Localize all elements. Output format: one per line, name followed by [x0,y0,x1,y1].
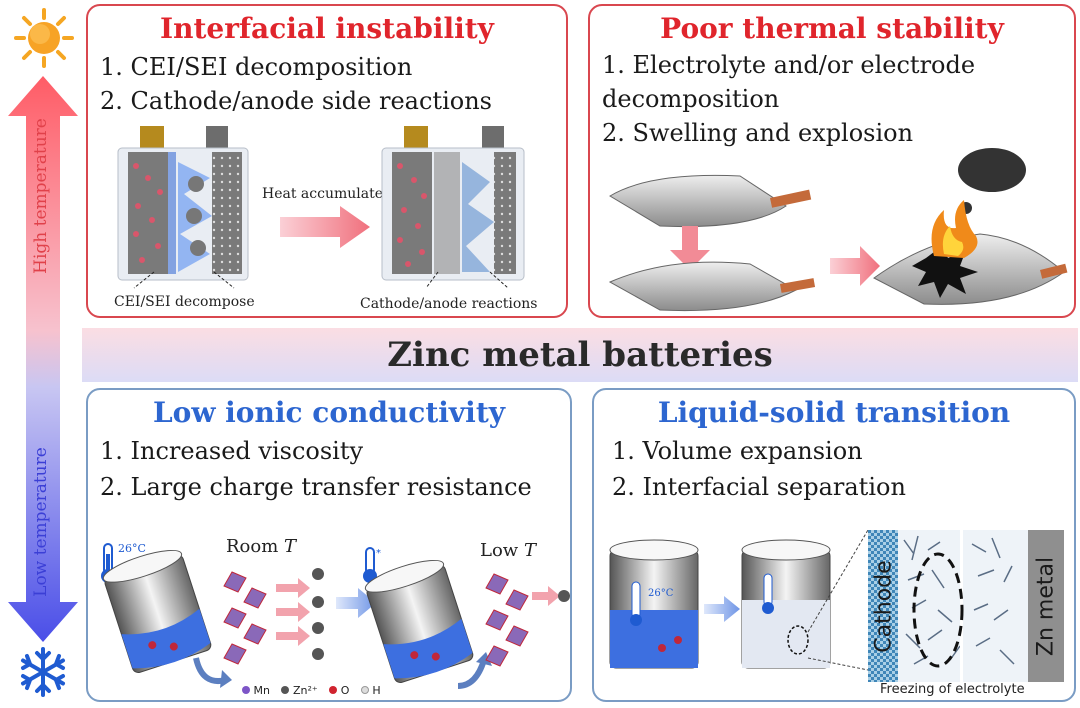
curved-arrow-2 [454,652,494,692]
center-band [82,328,1078,382]
ionic-title: Low ionic conductivity [152,396,506,429]
curved-arrow-1 [192,652,232,692]
room-t-label: Room T [226,536,296,557]
cell-before-illustration [114,122,250,289]
lattice-room-temp [218,564,328,674]
electrolyte-jar-frozen [736,536,836,676]
temperature-arrow [8,76,78,642]
cathode-label: Cathode [871,560,897,653]
thermal-title: Poor thermal stability [660,12,1004,45]
room-word: Room [226,536,279,557]
thermometer-reading: 26°C [118,542,146,555]
thermal-item-1-line-2: decomposition [602,85,780,113]
legend-zn: Zn²⁺ [292,684,318,697]
panel-interfacial-instability: Interfacial instability 1. CEI/SEI decom… [86,4,568,318]
pouch-cell-normal [600,166,820,236]
low-word: Low [480,540,519,561]
panel-poor-thermal-stability: Poor thermal stability 1. Electrolyte an… [588,4,1076,318]
snow-thermometer-icon: * [360,546,384,586]
electrolyte-jar-low-temp [364,556,474,686]
low-t-symbol: T [523,540,536,561]
interfacial-title: Interfacial instability [160,12,494,45]
room-t-symbol: T [284,536,297,557]
zoom-lines [807,529,869,671]
transition-title: Liquid-solid transition [657,396,1011,429]
electrolyte-jar-liquid [604,536,704,676]
freezing-caption: Freezing of electrolyte [880,682,1025,697]
sun-icon [14,8,74,68]
legend-mn: Mn [253,684,270,697]
thermal-item-1-line-1: 1. Electrolyte and/or electrode [602,51,976,79]
interfacial-item-1: 1. CEI/SEI decomposition [100,53,413,81]
legend-zn-icon [281,686,290,694]
ion-legend: Mn Zn²⁺ O H [242,684,452,698]
freezing-micrograph [868,530,1064,682]
transition-item-2: 2. Interfacial separation [612,473,906,501]
down-arrow [670,226,710,270]
thermal-item-2: 2. Swelling and explosion [602,119,914,147]
lattice-low-temp [480,566,570,676]
exploding-pouch-cell [864,146,1070,316]
transition-arrow-2 [704,596,740,622]
legend-h: H [372,684,381,697]
legend-mn-icon [242,686,250,694]
liquid-jar-reading: 26°C [648,588,674,599]
transition-item-1: 1. Volume expansion [612,437,863,465]
electrolyte-jar-room-temp [102,546,212,676]
panel-liquid-solid-transition: Liquid-solid transition 1. Volume expans… [592,388,1076,702]
cei-sei-decompose-caption: CEI/SEI decompose [114,294,255,310]
interfacial-item-2: 2. Cathode/anode side reactions [100,87,492,115]
low-t-label: Low T [480,540,536,561]
panel-low-ionic-conductivity: Low ionic conductivity 1. Increased visc… [86,388,572,702]
heat-arrow [280,206,370,248]
right-arrow [830,246,880,286]
cathode-anode-reactions-caption: Cathode/anode reactions [360,296,538,312]
pouch-cell-swollen [600,256,820,316]
transition-arrow [336,588,376,618]
legend-o-icon [329,686,338,694]
legend-o: O [340,684,350,697]
legend-h-icon [360,686,369,694]
ionic-item-2: 2. Large charge transfer resistance [100,473,532,501]
ionic-item-1: 1. Increased viscosity [100,437,364,465]
low-temperature-label: Low temperature [31,447,51,597]
cell-after-illustration [378,122,528,289]
center-title: Zinc metal batteries [387,335,773,375]
heat-accumulates-label: Heat accumulates [262,186,391,202]
high-temperature-label: High temperature [31,118,51,274]
svg-text:*: * [376,548,381,559]
zn-metal-label: Zn metal [1033,556,1059,657]
snowflake-icon [17,646,69,698]
